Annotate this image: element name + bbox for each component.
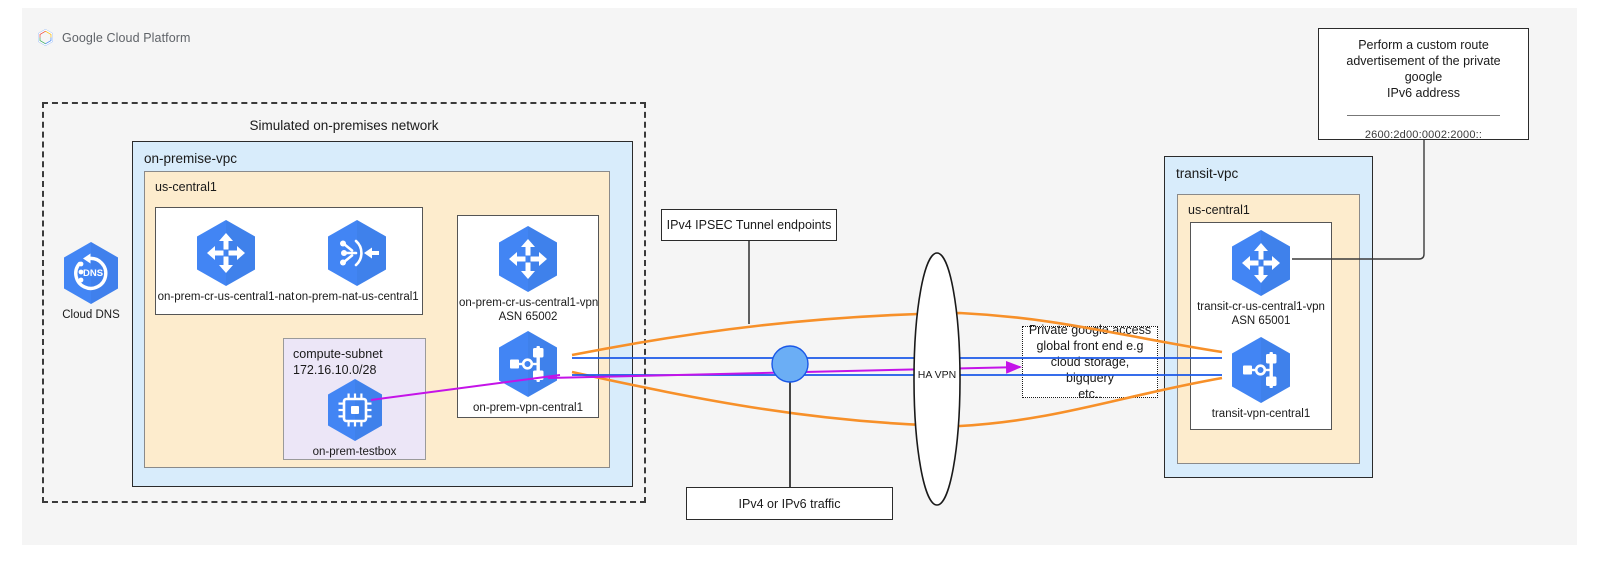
- google-cloud-logo-icon: [36, 28, 55, 47]
- pga-line2: global front end e.g: [1036, 339, 1144, 353]
- node-transit-vpn-central1[interactable]: transit-vpn-central1: [1191, 336, 1331, 421]
- node-label: on-prem-nat-us-central1: [295, 291, 419, 303]
- node-on-prem-cr-us-central1-nat[interactable]: on-prem-cr-us-central1-nat: [156, 219, 296, 304]
- compute-instance-icon: [326, 378, 384, 442]
- custom-route-note: Perform a custom route advertisement of …: [1318, 28, 1529, 141]
- node-label-line1: on-prem-cr-us-central1-vpn: [459, 297, 599, 309]
- onprem-region-title: us-central1: [155, 180, 217, 194]
- node-label: transit-vpn-central1: [1211, 408, 1311, 420]
- pga-line1: Private google access: [1028, 323, 1152, 337]
- node-cloud-dns[interactable]: DNS Cloud DNS: [55, 241, 127, 322]
- node-on-prem-nat-us-central1[interactable]: on-prem-nat-us-central1: [293, 219, 421, 304]
- node-label: on-prem-testbox: [312, 446, 397, 458]
- svg-text:DNS: DNS: [83, 268, 103, 279]
- node-label: Cloud DNS: [62, 309, 120, 321]
- node-label: on-prem-cr-us-central1-nat: [157, 291, 295, 303]
- pga-line3: cloud storage, bigquery: [1050, 355, 1130, 385]
- gcp-branding: Google Cloud Platform: [36, 28, 191, 47]
- node-on-prem-cr-us-central1-vpn[interactable]: on-prem-cr-us-central1-vpn ASN 65002: [459, 225, 599, 324]
- callout-text: IPv4 or IPv6 traffic: [738, 496, 841, 511]
- note-line3: IPv6 address: [1387, 86, 1460, 100]
- cloud-router-icon: [1230, 229, 1292, 297]
- transit-vpc-title: transit-vpc: [1176, 166, 1239, 181]
- private-google-access-box: Private google access global front end e…: [1022, 323, 1158, 401]
- node-label-line2: ASN 65001: [1231, 315, 1291, 327]
- callout-text: IPv4 IPSEC Tunnel endpoints: [666, 218, 832, 232]
- cloud-router-icon: [497, 225, 559, 293]
- gcp-brand-label: Google Cloud Platform: [62, 30, 191, 45]
- vpn-gateway-icon: [497, 330, 559, 398]
- node-on-prem-vpn-central1[interactable]: on-prem-vpn-central1: [459, 330, 597, 415]
- note-line1: Perform a custom route: [1358, 38, 1489, 52]
- simulated-network-title: Simulated on-premises network: [249, 118, 439, 133]
- transit-region-title: us-central1: [1188, 203, 1250, 217]
- node-label-line1: transit-cr-us-central1-vpn: [1197, 301, 1325, 313]
- compute-subnet-name: compute-subnet: [293, 347, 383, 361]
- cloud-dns-icon: DNS: [62, 241, 120, 305]
- callout-ipsec-endpoints: IPv4 IPSEC Tunnel endpoints: [661, 209, 837, 241]
- node-label-line2: ASN 65002: [498, 311, 558, 323]
- onprem-vpc-title: on-premise-vpc: [144, 151, 238, 166]
- compute-subnet-cidr: 172.16.10.0/28: [293, 363, 377, 377]
- note-divider: [1347, 115, 1500, 116]
- pga-line4: etc..: [1078, 387, 1102, 401]
- cloud-nat-icon: [326, 219, 388, 287]
- callout-traffic-type: IPv4 or IPv6 traffic: [686, 487, 893, 520]
- node-label: on-prem-vpn-central1: [473, 402, 583, 414]
- vpn-gateway-icon: [1230, 336, 1292, 404]
- node-on-prem-testbox[interactable]: on-prem-testbox: [288, 378, 421, 459]
- note-ipv6-address: 2600:2d00:0002:2000::: [1364, 129, 1483, 141]
- node-transit-cr-us-central1-vpn[interactable]: transit-cr-us-central1-vpn ASN 65001: [1191, 229, 1331, 328]
- cloud-router-icon: [195, 219, 257, 287]
- note-line2: advertisement of the private google: [1346, 54, 1501, 84]
